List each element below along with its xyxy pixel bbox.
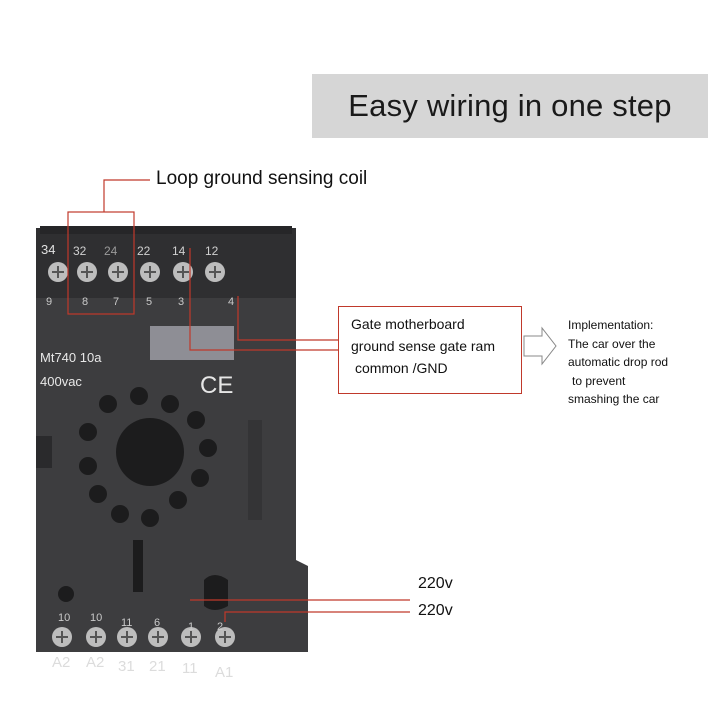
model-label: Mt740 10a: [40, 350, 102, 365]
title-banner: Easy wiring in one step: [312, 74, 708, 138]
terminal-label: 21: [149, 658, 166, 675]
terminal-label: A2: [86, 654, 105, 671]
note-line: to prevent: [572, 373, 626, 388]
terminal-label: 31: [118, 658, 135, 675]
coil-leader-line: [103, 179, 150, 212]
gnd-callout-box: Gate motherboard ground sense gate ram c…: [338, 306, 522, 394]
label-plate: [150, 326, 234, 360]
screw-icon: [148, 627, 168, 647]
top-screw-row: [48, 262, 225, 282]
terminal-label: 14: [172, 244, 186, 258]
pin-number: 4: [228, 296, 235, 308]
pin-number: 3: [178, 296, 185, 308]
pin-number: 10: [58, 612, 71, 624]
power-label: 220v: [418, 602, 453, 619]
power-line-2: [224, 611, 410, 622]
title-text: Easy wiring in one step: [348, 88, 672, 123]
callout-line: ground sense gate ram: [351, 338, 495, 354]
gnd-leader-line-1: [189, 248, 338, 351]
terminal-label: 11: [182, 660, 198, 677]
power-label: 220v: [418, 575, 453, 592]
coil-label: Loop ground sensing coil: [156, 168, 368, 189]
voltage-label: 400vac: [40, 374, 82, 389]
gnd-leader-line-2: [237, 296, 338, 341]
socket-holes: [79, 387, 217, 527]
implementation-note: Implementation: The car over the automat…: [568, 316, 668, 409]
mount-slot: [204, 575, 228, 610]
arrow-right-icon: [523, 326, 557, 366]
mount-hole: [58, 586, 74, 602]
screw-icon: [215, 627, 235, 647]
pin-number: 5: [146, 296, 153, 308]
screw-icon: [205, 262, 225, 282]
relay-side-relief: [248, 420, 262, 520]
pin-number: 7: [113, 296, 120, 308]
screw-icon: [86, 627, 106, 647]
pin-number: 11: [121, 617, 133, 629]
callout-line: common /GND: [355, 360, 448, 376]
note-line: automatic drop rod: [568, 355, 669, 369]
ce-mark: CE: [200, 372, 234, 399]
terminal-label: 22: [137, 244, 151, 258]
screw-icon: [108, 262, 128, 282]
terminal-label: 12: [205, 244, 219, 258]
screw-icon: [77, 262, 97, 282]
note-line: smashing the car: [568, 392, 660, 406]
pin-number: 10: [90, 612, 103, 624]
screw-icon: [181, 627, 201, 647]
relay-top-lip: [40, 226, 292, 234]
callout-line: Gate motherboard: [351, 316, 465, 332]
coil-highlight-box: [67, 211, 135, 315]
terminal-label: 34: [41, 242, 56, 257]
terminal-label: A1: [215, 664, 234, 681]
callout-lines: [67, 179, 410, 622]
center-slot: [133, 540, 143, 592]
relay-side-notch: [36, 436, 52, 468]
screw-icon: [140, 262, 160, 282]
screw-icon: [173, 262, 193, 282]
note-line: Implementation:: [568, 318, 654, 332]
terminal-label: 32: [73, 244, 87, 258]
pin-number: 6: [154, 617, 161, 629]
terminal-label: 24: [104, 244, 118, 258]
pin-number: 1: [188, 621, 195, 633]
pin-number: 2: [217, 621, 224, 633]
screw-icon: [48, 262, 68, 282]
pin-number: 8: [82, 296, 89, 308]
pin-number: 9: [46, 296, 53, 308]
terminal-label: A2: [52, 654, 71, 671]
bottom-screw-row: [52, 627, 235, 647]
relay-top-rail: [36, 228, 296, 298]
screw-icon: [117, 627, 137, 647]
screw-icon: [52, 627, 72, 647]
note-line: The car over the: [568, 336, 656, 351]
